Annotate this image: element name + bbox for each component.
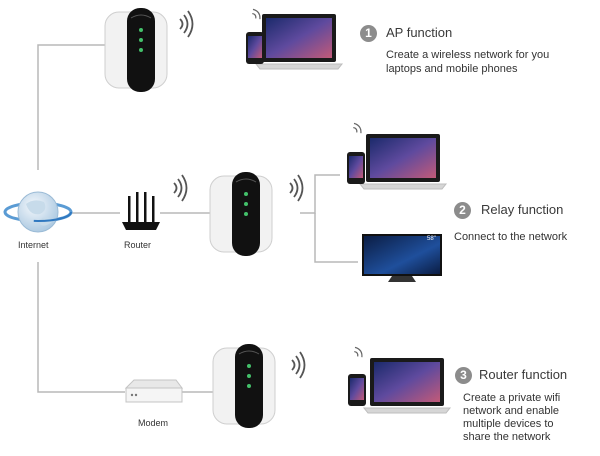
phone-icon [348,374,366,406]
laptop-icon [254,14,344,70]
line-extender-2-to-tv [314,213,358,263]
modem-label: Modem [138,418,169,428]
function-1-number-badge: 1 [360,25,377,42]
wifi-small-icon [252,8,261,20]
wifi-signal-icon [173,174,188,202]
function-3-title: Router function [479,367,568,382]
internet-label: Internet [18,240,49,250]
function-2-description-line-1: Connect to the network [454,231,568,243]
function-1-description-line-2: laptops and mobile phones [386,63,518,75]
laptop-icon [358,134,448,190]
function-2-title: Relay function [481,202,564,217]
extender-device-2 [209,172,273,256]
wifi-signal-icon [291,351,306,379]
globe-icon [3,191,73,233]
extender-device-3 [212,344,276,428]
function-1-description-line-1: Create a wireless network for you [386,49,550,61]
line-internet-to-extender-1 [37,44,108,170]
function-3-description-line-3: multiple devices to [463,418,554,430]
router-label: Router [124,240,152,250]
tv-badge: 58" [427,236,436,242]
function-3-description-line-1: Create a private wifi [463,392,561,404]
connector-lines [37,44,358,393]
phone-icon [246,32,264,64]
extender-device-1 [104,8,168,92]
laptop-icon [362,358,452,414]
line-internet-to-modem [37,262,125,393]
wifi-signal-icon [289,174,304,202]
wifi-signal-icon [179,10,194,38]
wifi-small-icon [354,346,363,358]
function-3-description-line-4: share the network [463,431,551,443]
function-3-number-badge: 3 [455,367,472,384]
modem-icon [124,379,183,403]
router-icon [122,192,160,230]
phone-icon [347,152,365,184]
wifi-small-icon [353,122,362,134]
tv-icon [362,234,442,282]
line-extender-2-to-laptop [300,174,340,214]
function-2-number-badge: 2 [454,202,471,219]
function-3-description-line-2: network and enable [463,405,560,417]
function-1-title: AP function [386,25,453,40]
